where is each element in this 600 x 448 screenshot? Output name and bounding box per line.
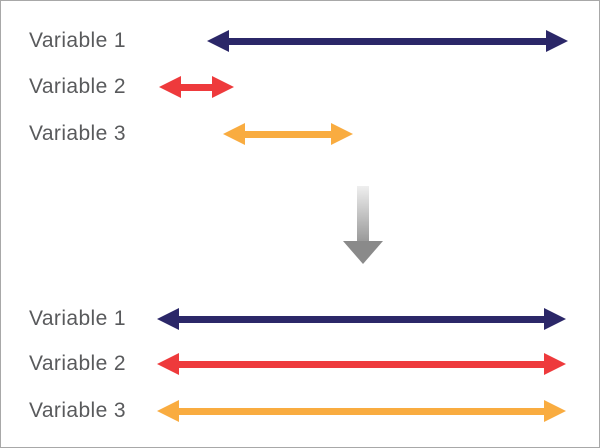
arrowhead-left-icon <box>157 400 179 422</box>
arrowhead-left-icon <box>157 308 179 330</box>
arrowhead-left-icon <box>159 76 181 98</box>
arrowhead-right-icon <box>546 30 568 52</box>
arrow-shaft <box>179 407 544 415</box>
arrow-shaft <box>229 37 546 45</box>
bottom-variable-2-range-arrow <box>157 353 566 375</box>
arrow-shaft <box>179 360 544 368</box>
top-variable-1-label: Variable 1 <box>29 29 127 52</box>
down-arrow-shaft <box>357 186 369 241</box>
bottom-variable-3-range-arrow <box>157 400 566 422</box>
arrowhead-right-icon <box>212 76 234 98</box>
down-arrow-icon <box>343 186 383 264</box>
bottom-variable-3-label: Variable 3 <box>29 399 127 422</box>
top-variable-3-range-arrow <box>223 123 353 145</box>
arrowhead-left-icon <box>223 123 245 145</box>
top-variable-2-range-arrow <box>159 76 234 98</box>
arrow-shaft <box>179 315 544 323</box>
bottom-variable-1-range-arrow <box>157 308 566 330</box>
top-variable-1-range-arrow <box>207 30 568 52</box>
bottom-variable-2-label: Variable 2 <box>29 352 127 375</box>
arrowhead-right-icon <box>544 353 566 375</box>
arrow-shaft <box>245 130 331 138</box>
arrowhead-left-icon <box>157 353 179 375</box>
bottom-variable-1-label: Variable 1 <box>29 307 127 330</box>
arrowhead-right-icon <box>331 123 353 145</box>
arrowhead-left-icon <box>207 30 229 52</box>
top-variable-2-label: Variable 2 <box>29 75 127 98</box>
arrow-shaft <box>181 83 212 91</box>
arrowhead-right-icon <box>544 400 566 422</box>
down-arrowhead-icon <box>343 241 383 264</box>
arrowhead-right-icon <box>544 308 566 330</box>
top-variable-3-label: Variable 3 <box>29 122 127 145</box>
